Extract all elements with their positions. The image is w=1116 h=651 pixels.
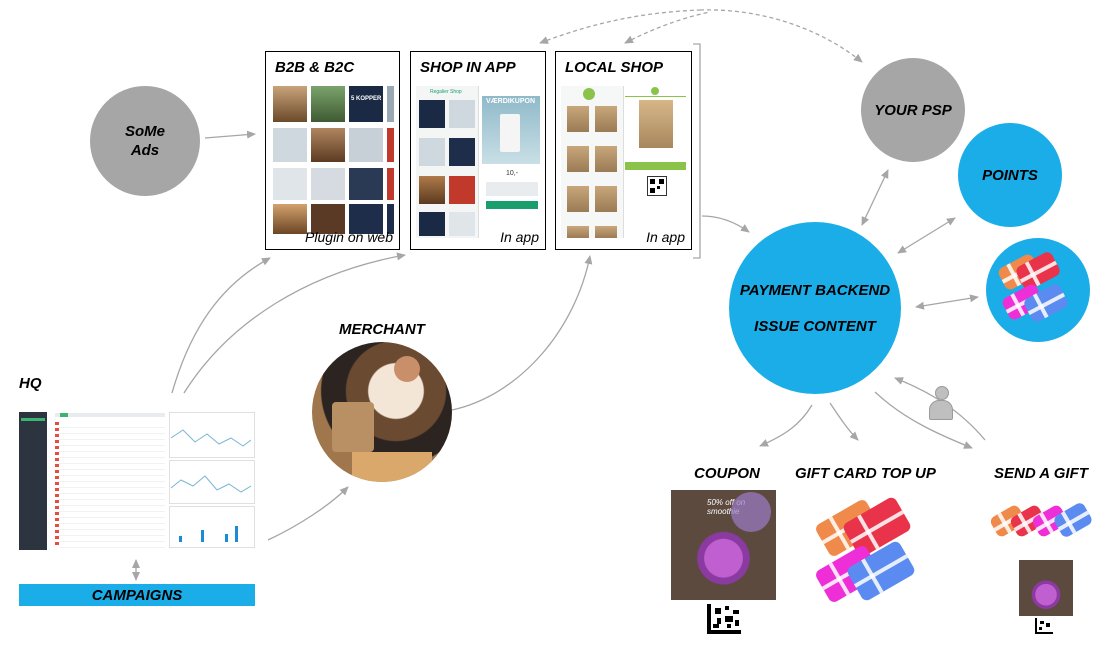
coupon-image: 50% off on smoothie (671, 490, 776, 600)
voucher-title: VÆRDIKUPON (486, 98, 536, 105)
campaigns-label: CAMPAIGNS (91, 586, 183, 604)
payment-backend-node: PAYMENT BACKEND ISSUE CONTENT (729, 222, 901, 394)
points-node: POINTS (958, 123, 1062, 227)
channel-title-b2b: B2B & B2C (275, 59, 355, 76)
your-psp-node: YOUR PSP (861, 58, 965, 162)
send-a-gift-datamatrix-code (1035, 618, 1053, 634)
send-a-gift-cards (988, 496, 1098, 554)
voucher-price: 10,- (506, 170, 519, 177)
your-psp-label: YOUR PSP (874, 101, 952, 119)
merchant-label: MERCHANT (339, 321, 425, 338)
channel-title-shop-in-app: SHOP IN APP (420, 59, 516, 76)
b2b-web-screenshot: 5 KOPPER (271, 86, 394, 238)
gift-cards-node (986, 238, 1090, 342)
points-label: POINTS (982, 166, 1038, 184)
person-icon (928, 386, 954, 420)
gift-card-top-up-label: GIFT CARD TOP UP (795, 465, 936, 482)
coupon-datamatrix-code (707, 604, 741, 634)
hq-label: HQ (19, 375, 42, 392)
coupon-image-text: 50% off on smoothie (707, 498, 746, 516)
channel-footer-shop-in-app: In app (500, 229, 539, 245)
some-ads-node: SoMe Ads (90, 86, 200, 196)
shop-in-app-screenshot: Regalier Shop VÆRDIKUPON 10,- (416, 86, 540, 238)
channel-card-local-shop: LOCAL SHOP In app (555, 51, 692, 250)
coupon-label: COUPON (694, 465, 760, 482)
kopper-text: 5 KOPPER (351, 96, 382, 102)
issue-content-label: ISSUE CONTENT (754, 317, 876, 335)
some-ads-label: SoMe Ads (124, 123, 165, 159)
merchant-photo (312, 342, 452, 482)
channel-card-b2b: B2B & B2C 5 KOPPER Plugin on web (265, 51, 400, 250)
local-shop-screenshot (561, 86, 686, 238)
shop-header: Regalier Shop (430, 89, 462, 95)
gift-card-top-up-image (813, 490, 917, 608)
channel-footer-b2b: Plugin on web (305, 229, 393, 245)
hq-dashboard-screenshot (19, 400, 255, 550)
send-a-gift-coupon-image (1019, 560, 1073, 616)
send-a-gift-label: SEND A GIFT (994, 465, 1088, 482)
channel-footer-local-shop: In app (646, 229, 685, 245)
channel-title-local-shop: LOCAL SHOP (565, 59, 664, 76)
buy-button[interactable] (486, 201, 538, 209)
channel-card-shop-in-app: SHOP IN APP Regalier Shop VÆRDIKUPON 10,… (410, 51, 546, 250)
campaigns-bar[interactable]: CAMPAIGNS (19, 584, 255, 606)
payment-backend-label: PAYMENT BACKEND (739, 281, 891, 299)
